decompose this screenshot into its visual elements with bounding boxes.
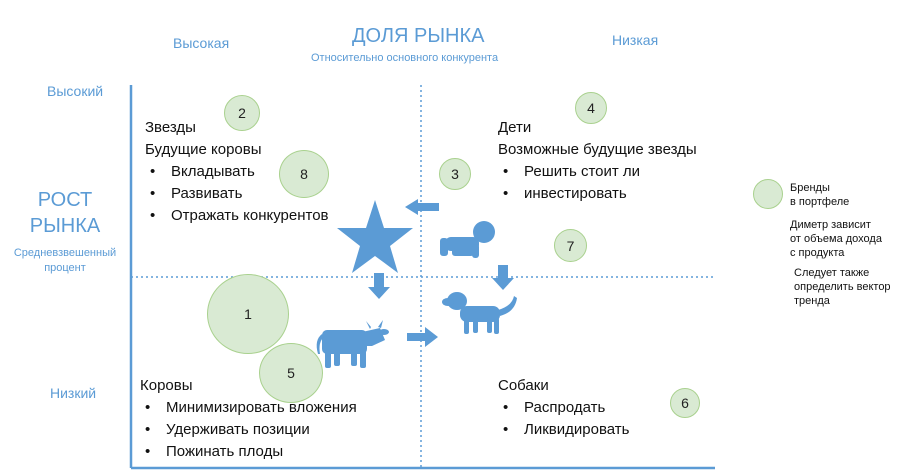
children-subtitle: Возможные будущие звезды xyxy=(498,141,697,158)
legend-note1-line2: от объема дохода xyxy=(790,233,882,245)
children-title: Дети xyxy=(498,119,532,136)
brand-bubble: 2 xyxy=(224,95,260,131)
market-growth-subtitle-line2: процент xyxy=(44,262,86,274)
share-low-label: Низкая xyxy=(612,32,659,48)
brand-bubble: 4 xyxy=(575,92,607,124)
legend-label-line2: в портфеле xyxy=(790,196,850,208)
legend-bubble xyxy=(753,179,783,209)
quadrant-dogs: Собаки Распродать Ликвидировать xyxy=(498,375,629,441)
arrow-right-icon xyxy=(407,327,438,347)
quadrant-children: Дети Возможные будущие звезды Решить сто… xyxy=(498,117,697,205)
legend-label-line1: Бренды xyxy=(790,182,830,194)
legend-note-trend: Следует также определить вектор тренда xyxy=(794,266,891,308)
cows-list: Минимизировать вложения Удерживать позиц… xyxy=(140,397,357,463)
brand-bubble: 7 xyxy=(554,229,587,262)
baby-icon xyxy=(440,221,495,258)
list-item: Минимизировать вложения xyxy=(140,397,357,419)
market-share-subtitle: Относительно основного конкурента xyxy=(311,52,499,64)
quadrant-stars: Звезды Будущие коровы Вкладывать Развива… xyxy=(145,117,329,227)
legend-note2-line1: Следует также xyxy=(794,267,870,279)
list-item: Решить стоит ли xyxy=(498,161,697,183)
brand-bubble: 1 xyxy=(207,274,289,354)
market-growth-subtitle: Средневзвешенный процент xyxy=(0,246,130,276)
growth-high-label: Высокий xyxy=(47,83,104,99)
brand-bubble: 3 xyxy=(439,158,471,190)
legend-note-diameter: Диметр зависит от объема дохода с продук… xyxy=(790,218,882,260)
dog-icon xyxy=(442,292,517,334)
legend-note1-line1: Диметр зависит xyxy=(790,219,871,231)
list-item: Ликвидировать xyxy=(498,419,629,441)
cows-title: Коровы xyxy=(140,377,193,394)
list-item: Вкладывать xyxy=(145,161,329,183)
market-growth-title-line2: РЫНКА xyxy=(29,215,101,237)
stars-title: Звезды xyxy=(145,119,196,136)
list-item: Развивать xyxy=(145,183,329,205)
legend-note2-line3: тренда xyxy=(794,295,830,307)
list-item: Распродать xyxy=(498,397,629,419)
cow-icon xyxy=(316,320,389,368)
list-item: Удерживать позиции xyxy=(140,419,357,441)
market-share-title: ДОЛЯ РЫНКА xyxy=(352,25,485,47)
brand-bubble: 5 xyxy=(259,343,323,403)
share-high-label: Высокая xyxy=(173,35,230,51)
dogs-title: Собаки xyxy=(498,377,549,394)
list-item: Отражать конкурентов xyxy=(145,205,329,227)
legend-note2-line2: определить вектор xyxy=(794,281,891,293)
dogs-list: Распродать Ликвидировать xyxy=(498,397,629,441)
arrow-down-icon xyxy=(368,273,390,299)
quadrant-cows: Коровы Минимизировать вложения Удерживат… xyxy=(140,375,357,463)
brand-bubble: 8 xyxy=(279,150,329,198)
market-growth-title: РОСТ РЫНКА xyxy=(0,187,130,239)
stars-subtitle: Будущие коровы xyxy=(145,141,262,158)
list-item: инвестировать xyxy=(498,183,697,205)
stars-list: Вкладывать Развивать Отражать конкуренто… xyxy=(145,161,329,227)
growth-low-label: Низкий xyxy=(50,385,97,401)
legend-note1-line3: с продукта xyxy=(790,247,845,259)
brand-bubble: 6 xyxy=(670,388,700,418)
arrow-left-icon xyxy=(405,199,439,215)
list-item: Пожинать плоды xyxy=(140,441,357,463)
arrow-down-icon xyxy=(492,265,514,290)
market-growth-subtitle-line1: Средневзвешенный xyxy=(13,247,117,259)
star-icon xyxy=(337,200,413,273)
market-growth-title-line1: РОСТ xyxy=(37,189,93,211)
children-list: Решить стоит ли инвестировать xyxy=(498,161,697,205)
legend-label: Бренды в портфеле xyxy=(790,181,849,209)
